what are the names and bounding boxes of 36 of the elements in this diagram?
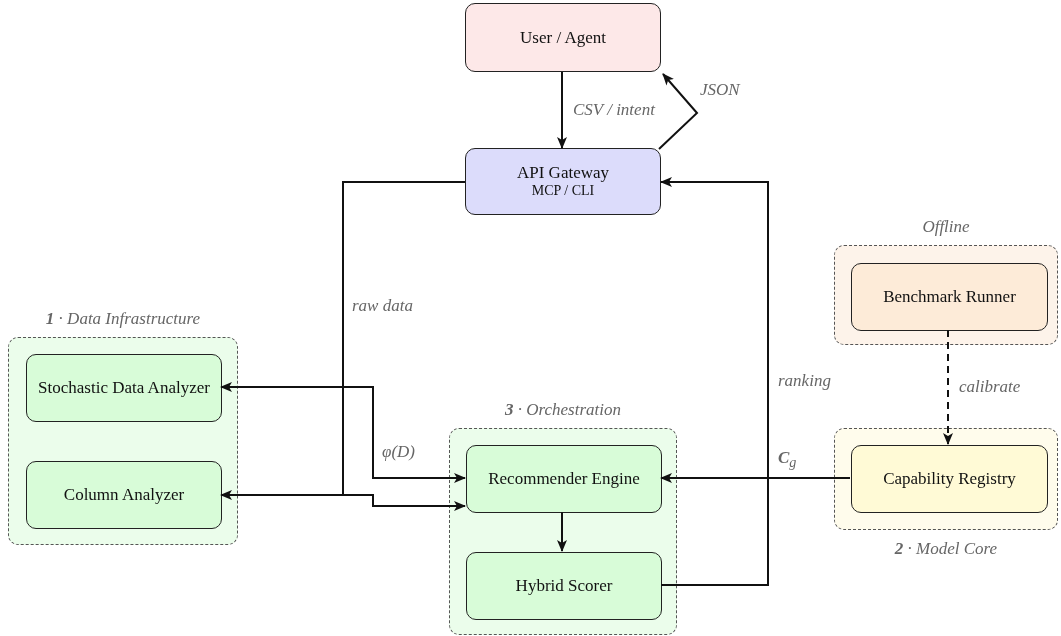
box-title: Capability Registry xyxy=(882,470,1017,488)
process-box xyxy=(466,552,662,620)
arrow xyxy=(658,73,699,150)
process-box xyxy=(851,445,1048,513)
arrow xyxy=(220,382,466,483)
edge-label: φ(D) xyxy=(382,442,415,462)
arrow xyxy=(557,511,567,552)
process-box xyxy=(851,263,1048,331)
process-box xyxy=(465,148,661,215)
box-title: Benchmark Runner xyxy=(882,288,1017,306)
group-heading: Offline xyxy=(921,217,971,237)
group-heading: 2 · Model Core xyxy=(893,539,999,559)
arrow xyxy=(660,473,851,483)
process-box xyxy=(465,3,661,72)
process-box xyxy=(26,461,222,529)
edge-label: JSON xyxy=(700,80,740,100)
edge-label: CSV / intent xyxy=(573,100,655,120)
arrow xyxy=(342,181,466,511)
arrow xyxy=(557,71,567,149)
group-heading: 1 · Data Infrastructure xyxy=(44,309,202,329)
group-heading: 3 · Orchestration xyxy=(504,400,622,420)
process-box xyxy=(466,445,662,513)
box-title: API Gateway xyxy=(515,164,611,183)
box-title: Column Analyzer xyxy=(62,486,186,504)
arrow xyxy=(660,177,769,586)
dashed-arrow xyxy=(943,329,953,445)
process-box xyxy=(26,354,222,422)
box-title: Recommender Engine xyxy=(487,470,641,488)
box-title: User / Agent xyxy=(519,28,607,47)
box-title: Hybrid Scorer xyxy=(514,577,614,595)
edge-label: calibrate xyxy=(959,377,1021,397)
box-title: Stochastic Data Analyzer xyxy=(37,379,211,397)
edge-label: ranking xyxy=(778,371,831,391)
box-subtitle: MCP / CLI xyxy=(530,184,596,199)
edge-label: C$_{g}$ xyxy=(778,448,797,472)
edge-label: raw data xyxy=(352,296,413,316)
